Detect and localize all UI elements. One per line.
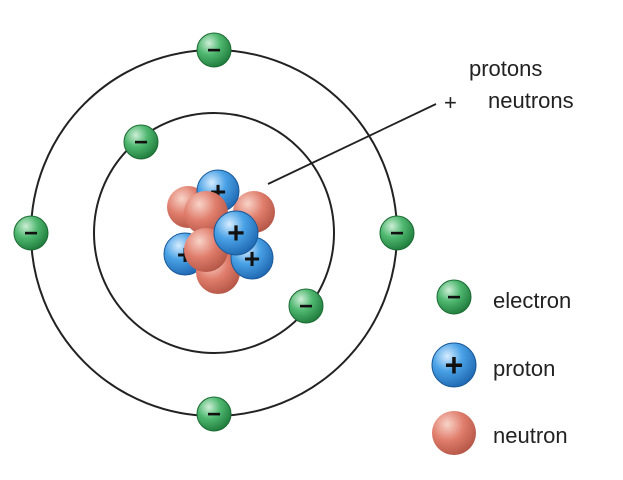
callout-protons-label: protons — [469, 56, 543, 81]
inner-orbit — [93, 112, 335, 354]
callout-neutrons-label: neutrons — [488, 88, 574, 113]
electron-inner-topleft: − — [123, 124, 159, 160]
plus-sign: + — [227, 217, 245, 250]
legend-electron-icon: − — [436, 279, 472, 315]
legend-electron-label: electron — [493, 288, 572, 313]
legend-proton-label: proton — [493, 356, 556, 381]
callout-line — [267, 103, 437, 185]
minus-sign: − — [390, 220, 404, 247]
electron-outer-bottom: − — [196, 396, 232, 432]
minus-sign: − — [447, 284, 461, 311]
minus-sign: − — [24, 220, 38, 247]
legend-neutron-label: neutron — [493, 423, 568, 448]
nucleus: + + + + — [163, 169, 275, 294]
proton-particle: + — [213, 210, 259, 256]
electron-inner-bottomright: − — [288, 288, 324, 324]
callout-plus-sign: + — [444, 90, 457, 115]
minus-sign: − — [207, 401, 221, 428]
legend-proton-icon: + — [431, 342, 477, 388]
electron-outer-top: − — [196, 32, 232, 68]
electron-outer-right: − — [379, 215, 415, 251]
electron-outer-left: − — [13, 215, 49, 251]
minus-sign: − — [299, 293, 313, 320]
legend-neutron-icon — [432, 411, 476, 455]
plus-sign: + — [445, 347, 464, 383]
minus-sign: − — [207, 37, 221, 64]
minus-sign: − — [134, 129, 148, 156]
